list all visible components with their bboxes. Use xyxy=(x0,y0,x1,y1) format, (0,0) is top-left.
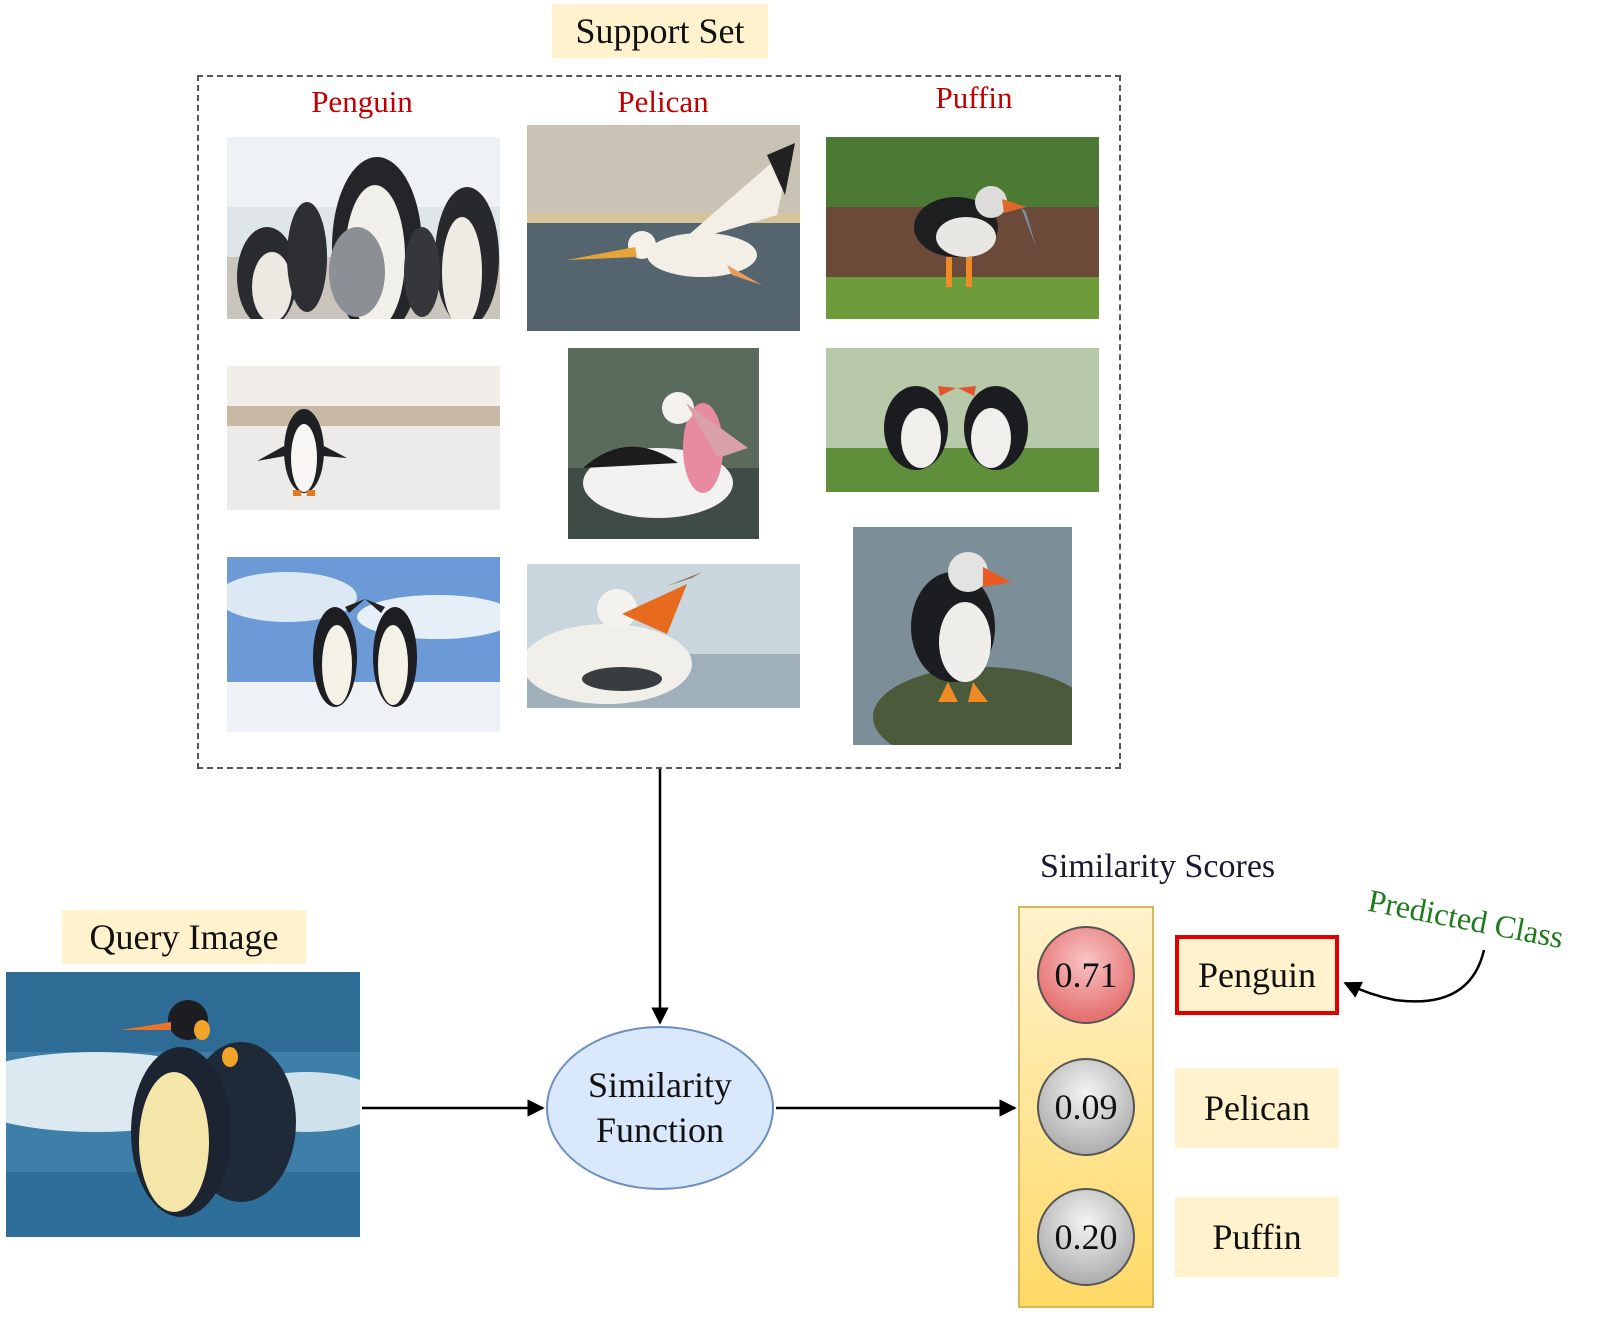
query-photo xyxy=(6,972,360,1237)
class-label-pelican: Pelican xyxy=(1175,1068,1339,1148)
class-header-pelican: Pelican xyxy=(617,84,709,119)
similarity-function-node: Similarity Function xyxy=(546,1026,774,1190)
score-circle-puffin: 0.20 xyxy=(1037,1188,1135,1286)
class-header-penguin: Penguin xyxy=(311,84,413,119)
pelican-photo-3 xyxy=(527,564,800,708)
similarity-scores-title: Similarity Scores xyxy=(1040,848,1276,885)
puffin-photo-1 xyxy=(826,137,1099,319)
score-circle-penguin: 0.71 xyxy=(1037,926,1135,1024)
support-set-title: Support Set xyxy=(552,4,768,58)
penguin-photo-3 xyxy=(227,557,500,732)
class-label-penguin: Penguin xyxy=(1175,935,1339,1015)
score-circle-pelican: 0.09 xyxy=(1037,1058,1135,1156)
pelican-photo-2 xyxy=(568,348,759,539)
support-set-box xyxy=(197,75,1121,769)
arrow-predicted-note xyxy=(1343,949,1486,1003)
query-image-title: Query Image xyxy=(62,910,306,964)
penguin-photo-1 xyxy=(227,137,500,319)
pelican-photo-1 xyxy=(527,125,800,331)
class-label-puffin: Puffin xyxy=(1175,1197,1339,1277)
similarity-function-line2: Function xyxy=(595,1110,724,1150)
similarity-function-line1: Similarity xyxy=(588,1065,732,1105)
puffin-photo-3 xyxy=(853,527,1072,745)
class-header-puffin: Puffin xyxy=(935,80,1013,115)
puffin-photo-2 xyxy=(826,348,1099,492)
penguin-photo-2 xyxy=(227,366,500,510)
